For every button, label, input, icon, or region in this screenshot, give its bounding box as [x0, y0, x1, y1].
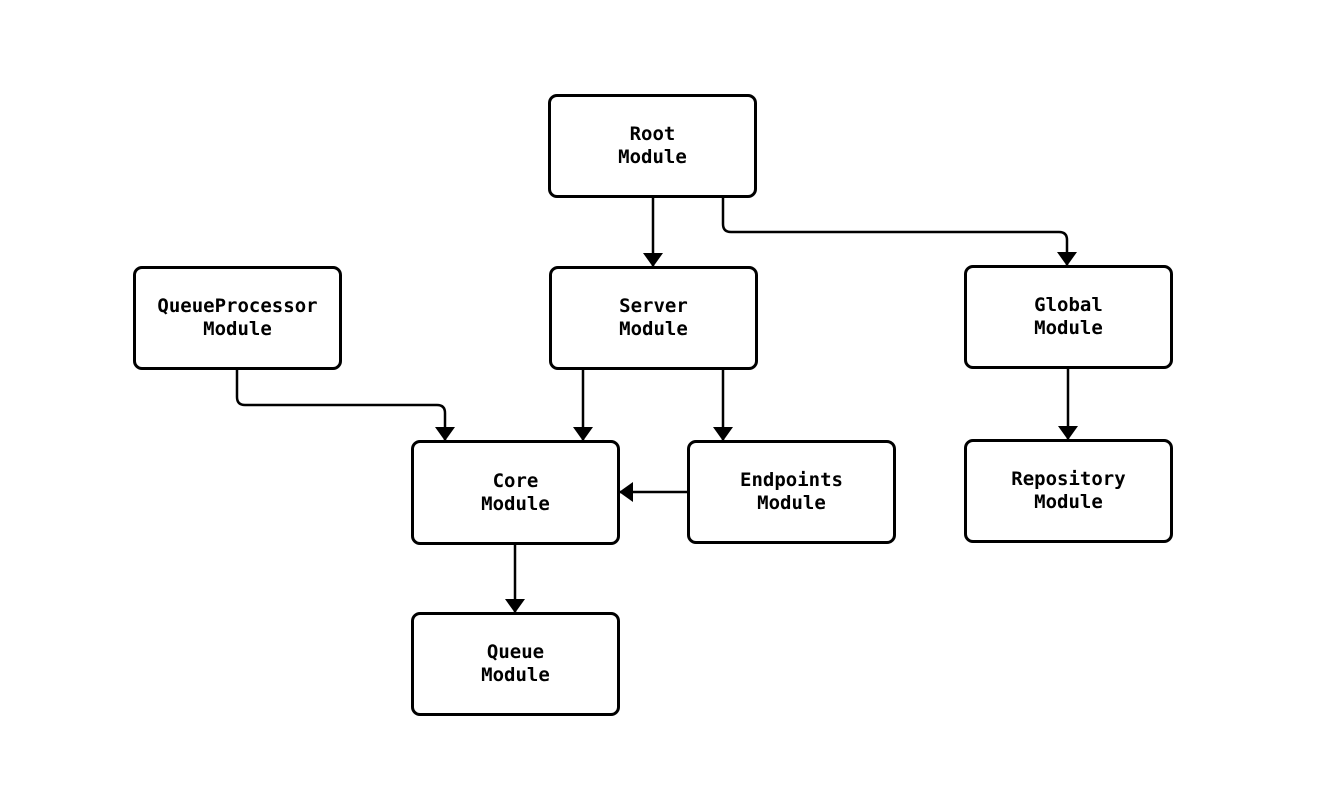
node-core: Core Module [411, 440, 620, 545]
node-global: Global Module [964, 265, 1173, 369]
edge-queueprocessor-to-core [235, 370, 455, 441]
node-queueprocessor: QueueProcessor Module [133, 266, 342, 370]
node-label-root: Root Module [618, 123, 687, 168]
node-label-core: Core Module [481, 469, 550, 515]
node-label-server: Server Module [619, 295, 688, 340]
node-server: Server Module [549, 266, 758, 370]
node-label-queue: Queue Module [481, 641, 550, 686]
edge-root-to-global [721, 198, 1077, 266]
node-root: Root Module [548, 94, 757, 198]
node-label-global: Global Module [1034, 294, 1103, 339]
node-endpoints: Endpoints Module [687, 440, 896, 544]
node-queue: Queue Module [411, 612, 620, 716]
node-label-endpoints: Endpoints Module [740, 469, 843, 514]
node-label-repository: Repository Module [1011, 468, 1126, 513]
node-label-queueprocessor: QueueProcessor Module [157, 295, 318, 340]
node-repository: Repository Module [964, 439, 1173, 543]
